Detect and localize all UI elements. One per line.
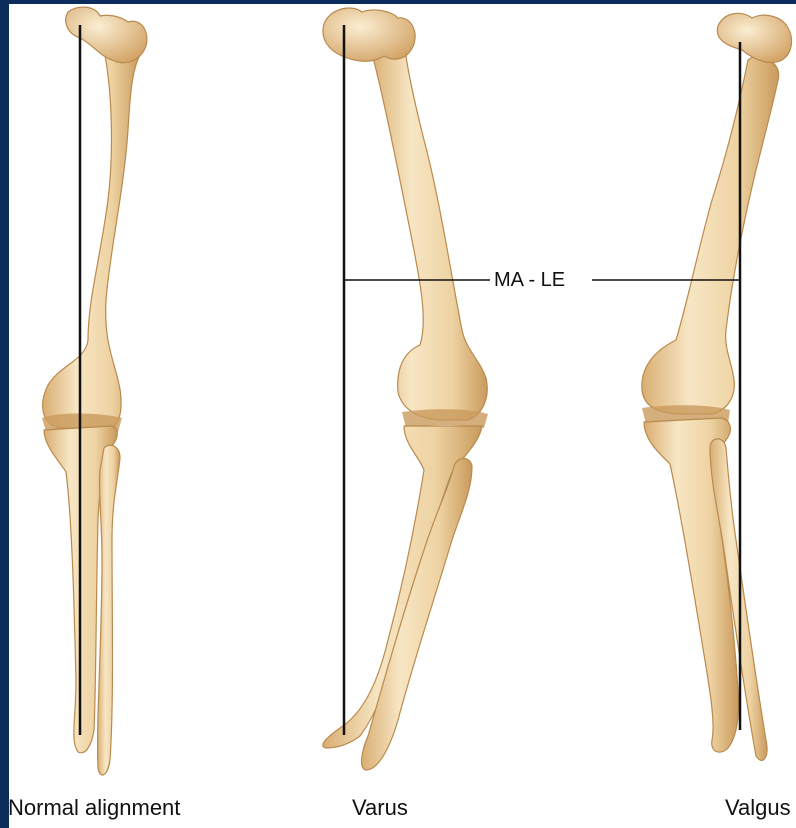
- caption-normal-alignment: Normal alignment: [8, 795, 180, 821]
- varus-femoral-head: [323, 8, 415, 61]
- caption-varus: Varus: [352, 795, 408, 821]
- varus-leg: [323, 8, 488, 770]
- varus-fibula: [362, 459, 472, 771]
- varus-femur: [370, 40, 487, 420]
- normal-femur: [43, 30, 141, 428]
- caption-valgus: Valgus: [725, 795, 791, 821]
- normal-leg: [42, 7, 147, 775]
- varus-knee: [402, 409, 488, 428]
- valgus-femoral-head: [717, 13, 791, 62]
- normal-femoral-head: [66, 7, 147, 63]
- normal-fibula: [98, 445, 120, 775]
- ma-le-label: MA - LE: [490, 268, 569, 292]
- valgus-leg: [642, 13, 792, 760]
- valgus-femur: [642, 56, 779, 414]
